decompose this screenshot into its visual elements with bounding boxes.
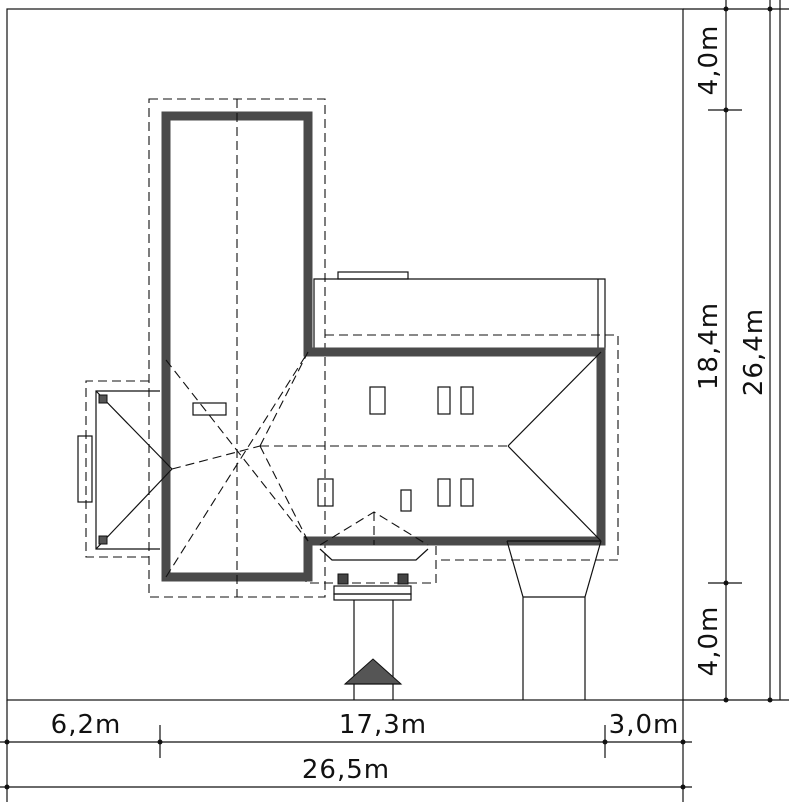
rear-annex [313,271,606,350]
right-dimension-lines [683,0,789,703]
bottom-dimension-lines [0,700,692,802]
house-walls [161,111,606,582]
driveway [506,540,602,700]
entrance-porch [319,511,429,601]
left-bay [77,390,173,550]
plot-boundary [6,8,684,701]
dim-bottom-total: 26,5m [302,755,390,785]
dim-bottom-left: 6,2m [51,710,122,740]
dim-right-middle: 18,4m [694,302,724,390]
roof-lines [165,99,508,597]
dim-right-bottom: 4,0m [694,606,724,677]
dim-bottom-middle: 17,3m [339,710,427,740]
dim-right-total: 26,4m [739,308,769,396]
dim-bottom-right: 3,0m [609,710,680,740]
roof-skylights [192,386,474,512]
roof-hips-right [507,351,602,542]
dim-right-top: 4,0m [694,25,724,96]
front-path [353,600,394,700]
